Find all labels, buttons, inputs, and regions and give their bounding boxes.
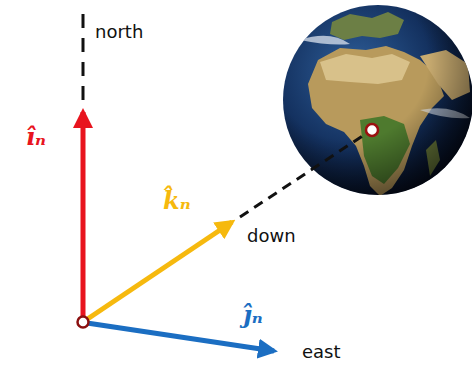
direction-label: east	[302, 342, 341, 362]
north-axis-arrow	[81, 112, 86, 318]
down-dashed-line	[240, 135, 364, 217]
origin-point	[78, 317, 89, 328]
north-dashed-line	[82, 8, 85, 100]
earth-globe	[283, 5, 472, 196]
location-marker	[366, 124, 378, 136]
direction-label: down	[247, 226, 296, 246]
down-axis-arrow	[86, 222, 232, 320]
axis-label: k̂ₙ	[163, 188, 191, 214]
direction-label: north	[95, 22, 143, 42]
axis-label: ĵₙ	[243, 302, 263, 328]
axis-label: îₙ	[26, 124, 46, 150]
